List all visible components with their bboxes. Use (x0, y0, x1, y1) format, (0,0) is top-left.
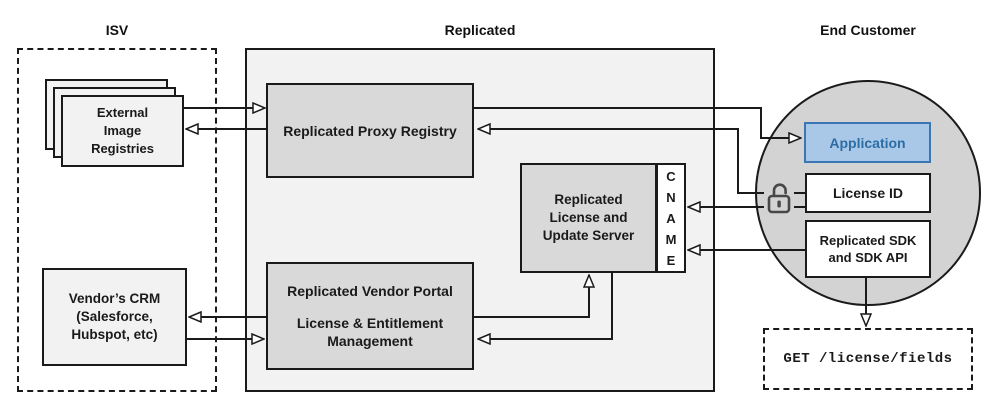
license-id-label: License ID (832, 185, 904, 201)
arrowhead-into-portal-left-icon (251, 333, 265, 345)
server-label-line3: Update Server (542, 228, 635, 243)
sdk-label-line2: and SDK API (828, 250, 908, 265)
edge-crm-to-portal (187, 338, 253, 340)
edge-proxy-to-application-seg1 (474, 107, 762, 109)
application-label: Application (829, 134, 906, 151)
crm-label-line1: Vendor’s CRM (68, 291, 161, 306)
cname-letter-m: M (665, 231, 677, 247)
server-label-line1: Replicated (554, 192, 623, 207)
arrowhead-into-crm-icon (188, 311, 202, 323)
edge-proxy-to-application-seg2 (760, 107, 762, 139)
vendor-portal-title: Replicated Vendor Portal (287, 283, 453, 299)
arrowhead-into-proxy-icon (252, 102, 266, 114)
cname-letter-n: N (666, 189, 676, 205)
edge-server-to-portal-seg1 (611, 273, 613, 339)
edge-proxy-to-registries (195, 128, 266, 130)
edge-sdk-to-get-endpoint (865, 278, 867, 316)
vendors-crm-node: Vendor’s CRM (Salesforce, Hubspot, etc) (42, 268, 187, 366)
server-label-line2: License and (549, 210, 628, 225)
arrowhead-into-registries-icon (185, 123, 199, 135)
arrowhead-into-proxy-right-icon (477, 123, 491, 135)
vendor-portal-subtitle-line2: Management (327, 333, 413, 349)
arrowhead-into-get-endpoint-icon (860, 313, 872, 327)
edge-licenseid-to-cname (697, 206, 805, 208)
edge-licenseid-to-proxy-seg2 (737, 128, 739, 194)
replicated-section-title: Replicated (444, 22, 516, 38)
arrowhead-into-server-icon (583, 274, 595, 288)
cname-letter-e: E (666, 252, 676, 268)
registries-label-line2: Image (103, 123, 142, 138)
proxy-registry-label: Replicated Proxy Registry (283, 122, 457, 139)
application-node: Application (804, 122, 931, 163)
replicated-vendor-portal-node: Replicated Vendor Portal License & Entit… (266, 262, 474, 370)
edge-portal-to-server-seg1 (474, 316, 590, 318)
arrowhead-into-cname-upper-icon (687, 201, 701, 213)
sdk-label-line1: Replicated SDK (819, 233, 917, 248)
arrowhead-into-application-icon (788, 132, 802, 144)
edge-registries-to-proxy (184, 107, 253, 109)
registries-label-line3: Registries (91, 141, 154, 156)
edge-portal-to-server-seg2 (588, 282, 590, 318)
end-customer-section-title: End Customer (820, 22, 916, 38)
arrowhead-into-portal-right-icon (477, 333, 491, 345)
cname-node: C N A M E (656, 163, 686, 273)
vendor-portal-subtitle-line1: License & Entitlement (296, 315, 444, 331)
isv-section-title: ISV (105, 22, 129, 38)
crm-label-line2: (Salesforce, (76, 309, 153, 324)
edge-server-to-portal-seg2 (486, 338, 613, 340)
edge-licenseid-to-proxy-seg1 (486, 128, 739, 130)
unlock-icon (764, 181, 794, 215)
license-update-server-node: Replicated License and Update Server (520, 163, 657, 273)
arrowhead-into-cname-lower-icon (687, 244, 701, 256)
get-license-fields-endpoint: GET /license/fields (763, 328, 973, 390)
edge-proxy-to-application-seg3 (760, 137, 791, 139)
registries-label-line1: External (96, 105, 149, 120)
cname-letter-a: A (666, 210, 676, 226)
cname-letter-c: C (666, 168, 676, 184)
edge-portal-to-crm (197, 316, 266, 318)
external-image-registries-node: External Image Registries (61, 95, 184, 167)
crm-label-line3: Hubspot, etc) (71, 327, 158, 342)
replicated-proxy-registry-node: Replicated Proxy Registry (266, 83, 474, 178)
license-id-node: License ID (805, 173, 931, 213)
get-endpoint-label: GET /license/fields (783, 351, 953, 367)
edge-sdk-to-cname (697, 249, 805, 251)
replicated-sdk-node: Replicated SDK and SDK API (805, 220, 931, 278)
